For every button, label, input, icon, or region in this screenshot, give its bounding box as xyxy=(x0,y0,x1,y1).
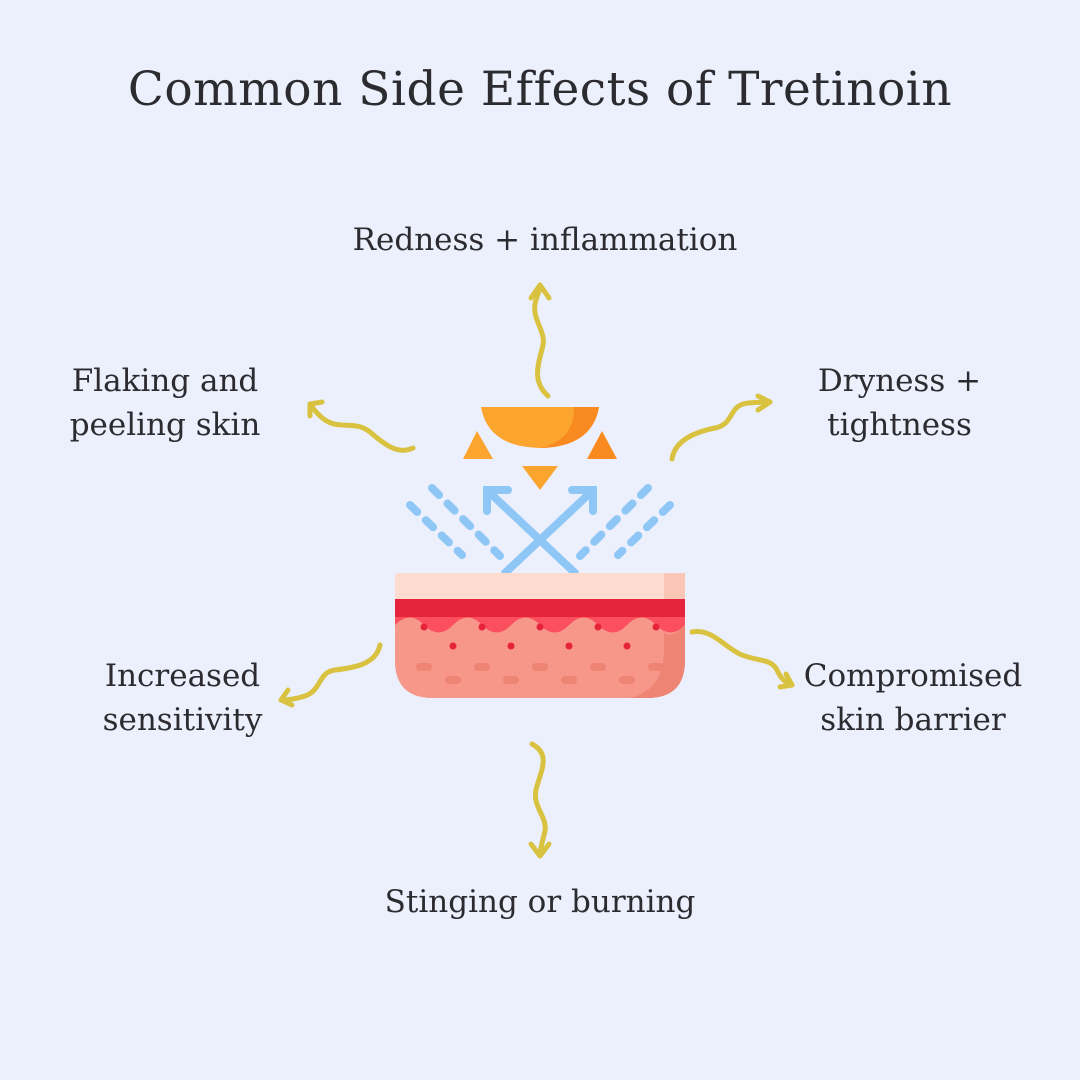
squiggly-arrow-icon xyxy=(689,629,795,690)
squiggly-arrow-icon xyxy=(528,282,552,399)
squiggly-arrow-icon xyxy=(669,393,773,462)
effect-increased-sensitivity: Increased sensitivity xyxy=(102,658,263,738)
squiggly-arrow-icon xyxy=(278,642,383,708)
squiggly-arrow-icon xyxy=(528,741,552,859)
effect-stinging-burning: Stinging or burning xyxy=(384,884,696,920)
squiggly-arrow-icon xyxy=(307,399,416,453)
effect-redness-inflammation: Redness + inflammation xyxy=(352,222,738,258)
sun-icon xyxy=(463,407,617,490)
effect-dryness-tightness: Dryness + tightness xyxy=(817,363,982,443)
effect-compromised-barrier: Compromised skin barrier xyxy=(803,658,1023,738)
uv-rays-icon xyxy=(406,484,674,577)
skin-layers-icon xyxy=(395,573,685,698)
effect-flaking-peeling: Flaking and peeling skin xyxy=(69,363,261,443)
page-title: Common Side Effects of Tretinoin xyxy=(127,62,953,117)
